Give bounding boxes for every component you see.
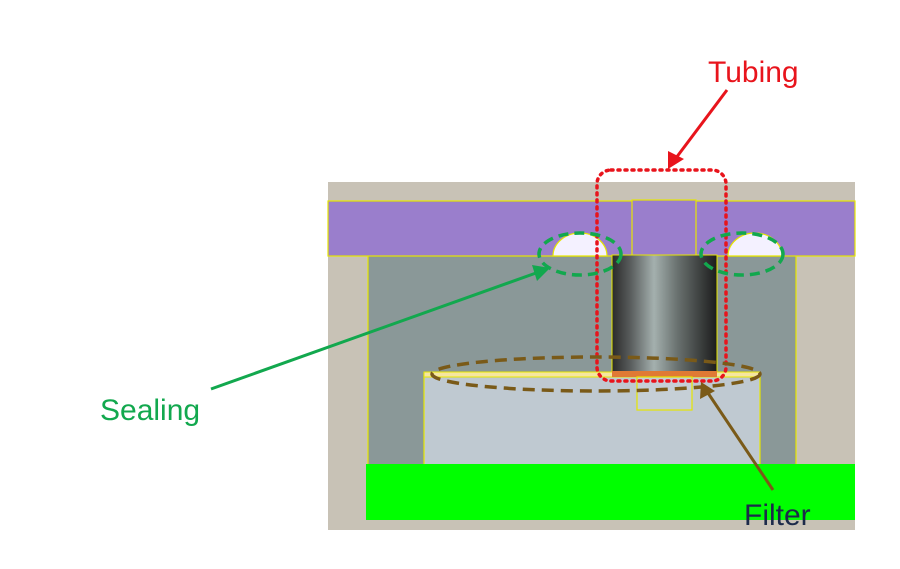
sealing-label: Sealing (100, 394, 200, 427)
sealing-arrow-line (210, 271, 537, 391)
filter-arrow-head (700, 382, 715, 399)
tube-inlet-channel (631, 199, 697, 257)
tubing-highlight-box (595, 168, 728, 383)
filter-highlight-ellipse (430, 355, 762, 393)
tubing-arrow-head (668, 151, 684, 169)
filter-label: Filter (744, 499, 811, 532)
tubing-label: Tubing (708, 56, 799, 89)
right-sealing-ellipse (699, 231, 785, 277)
tubing-arrow-line (674, 89, 729, 159)
sealing-arrow-head (532, 265, 550, 281)
tubing-body (611, 254, 718, 374)
filter-arrow-line (706, 392, 775, 491)
left-sealing-ellipse (537, 231, 623, 277)
filter-orange-layer (612, 371, 717, 377)
base-plate (366, 464, 855, 520)
